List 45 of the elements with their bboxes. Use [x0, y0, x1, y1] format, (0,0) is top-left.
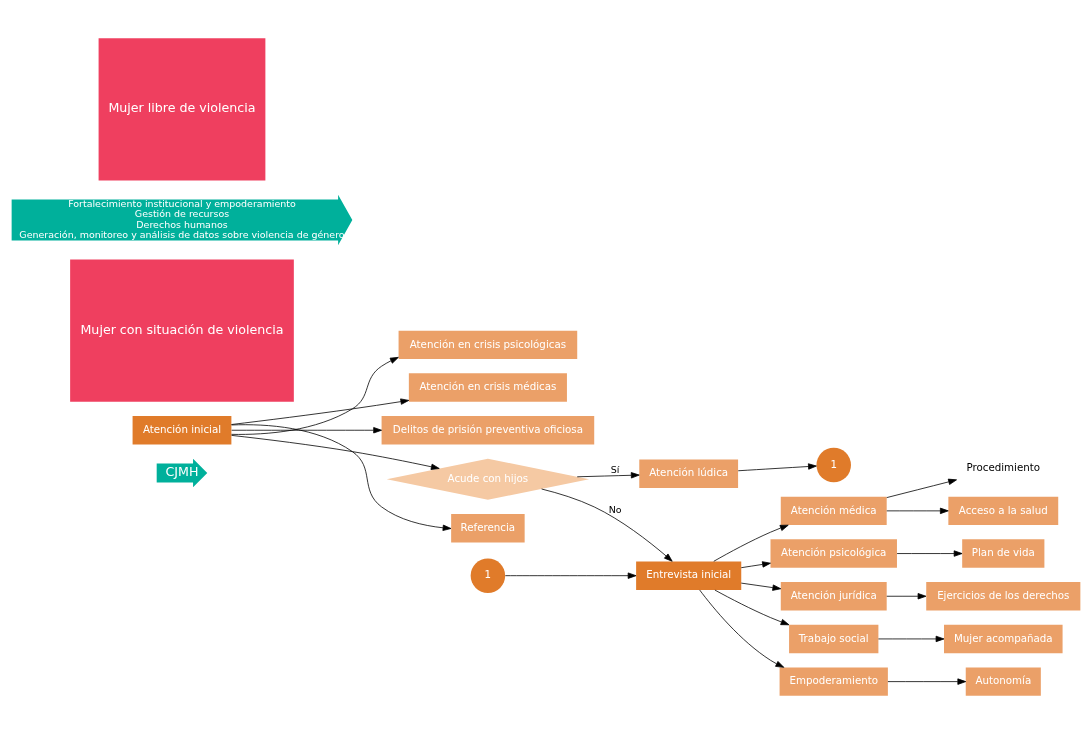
arrow — [737, 463, 817, 472]
node-box: Ejercicios de los derechos — [926, 582, 1081, 611]
node-box: Acceso a la salud — [948, 496, 1059, 526]
node-circle: 1 — [816, 447, 851, 483]
node-text: Procedimiento — [966, 460, 1041, 473]
node-box: Atención inicial — [132, 416, 232, 445]
node-circle: 1 — [470, 558, 506, 593]
arrow — [886, 478, 957, 498]
node-box: Delitos de prisión preventiva oficiosa — [381, 416, 595, 445]
arrow — [231, 356, 399, 435]
node-box: Mujer libre de violencia — [98, 38, 266, 181]
arrow — [576, 472, 640, 479]
node-box: Atención lúdica — [639, 459, 739, 488]
node-box: Mujer acompañada — [944, 624, 1063, 654]
arrow — [886, 507, 949, 515]
node-box: Atención en crisis psicológicas — [398, 330, 578, 360]
node-diamond: Acude con hijos — [386, 458, 590, 500]
node-box: Atención en crisis médicas — [408, 373, 567, 402]
edge-label: No — [608, 503, 622, 515]
arrow — [878, 635, 945, 643]
arrow — [740, 561, 771, 569]
arrow — [886, 593, 927, 600]
arrow — [699, 589, 785, 668]
arrow — [504, 572, 637, 579]
edge-label: Sí — [610, 464, 620, 476]
arrow — [231, 398, 410, 425]
arrow — [896, 550, 963, 557]
arrow — [740, 582, 782, 591]
node-box: Trabajo social — [789, 624, 879, 654]
arrow — [714, 589, 790, 626]
arrow — [231, 434, 440, 470]
arrow — [887, 678, 967, 685]
node-box: Atención psicológica — [770, 539, 897, 568]
node-box: Entrevista inicial — [636, 561, 742, 590]
node-box: Referencia — [451, 514, 525, 543]
node-box: Autonomía — [965, 667, 1041, 696]
node-box: Atención jurídica — [780, 582, 887, 611]
node-box: Atención médica — [780, 496, 887, 526]
node-box: Empoderamiento — [779, 667, 888, 696]
arrow — [713, 524, 789, 562]
node-box: Mujer con situación de violencia — [70, 259, 294, 402]
arrow — [541, 488, 673, 562]
node-box: Plan de vida — [962, 539, 1045, 568]
arrow — [231, 427, 382, 434]
arrow — [231, 424, 452, 531]
